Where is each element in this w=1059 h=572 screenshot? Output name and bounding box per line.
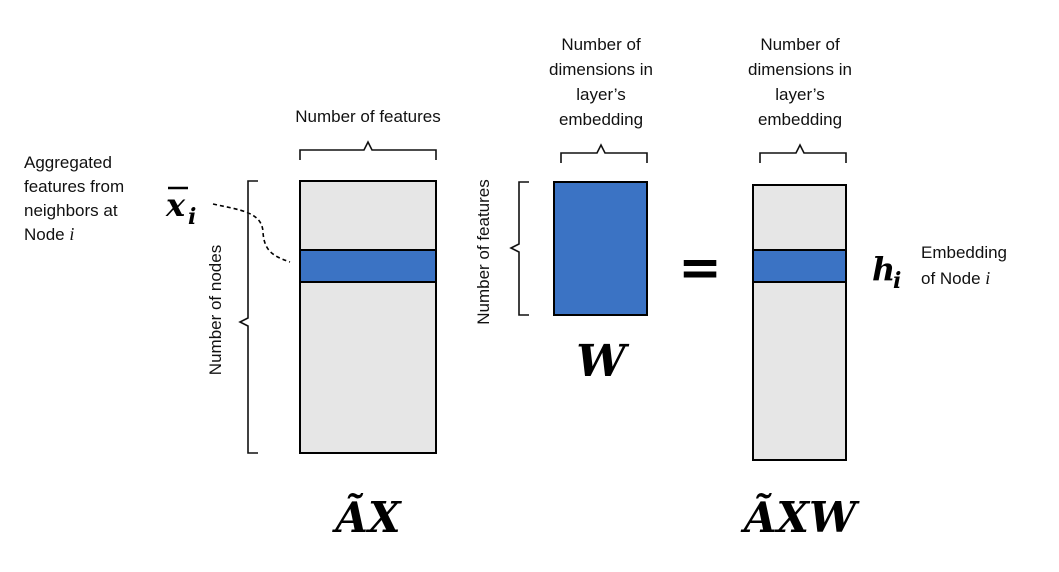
ax-matrix-body xyxy=(299,180,437,454)
w-top-brace xyxy=(560,143,648,163)
annotation-node-var: i xyxy=(69,224,74,244)
embedding-node-prefix: of Node xyxy=(921,269,985,288)
w-top-label-line-2: dimensions in xyxy=(549,60,653,79)
embedding-annotation: Embedding of Node i xyxy=(921,243,1007,288)
axw-top-brace xyxy=(759,143,847,163)
ax-matrix-name: ÃX xyxy=(331,492,402,542)
x-bar-subscript: i xyxy=(188,204,196,230)
annotation-line-1: Aggregated xyxy=(24,153,112,172)
axw-matrix-name: ÃXW xyxy=(740,492,860,542)
annotation-line-3: neighbors at xyxy=(24,201,118,220)
ax-side-label: Number of nodes xyxy=(206,245,225,375)
aggregated-features-annotation: Aggregated features from neighbors at No… xyxy=(24,153,124,244)
x-bar-letter: x xyxy=(165,186,186,224)
axw-top-label-line-4: embedding xyxy=(758,110,842,129)
embedding-node-var: i xyxy=(985,268,990,288)
ax-top-brace xyxy=(299,140,437,160)
equals-sign: = xyxy=(678,238,722,298)
w-matrix-body xyxy=(553,181,648,316)
x-bar-i-symbol: x i xyxy=(165,186,196,230)
axw-top-label-line-3: layer’s xyxy=(775,85,824,104)
ax-highlight-row xyxy=(299,249,437,283)
axw-top-label-line-1: Number of xyxy=(760,35,840,54)
axw-matrix: Number of dimensions in layer’s embeddin… xyxy=(740,35,860,542)
annotation-line-4: Node i xyxy=(24,224,74,244)
embedding-line-1: Embedding xyxy=(921,243,1007,262)
w-top-label-line-1: Number of xyxy=(561,35,641,54)
axw-top-label-line-2: dimensions in xyxy=(748,60,852,79)
annotation-line-2: features from xyxy=(24,177,124,196)
ax-top-label: Number of features xyxy=(295,107,441,126)
w-top-label-line-4: embedding xyxy=(559,110,643,129)
w-side-label: Number of features xyxy=(474,179,493,325)
ax-matrix: Number of features Number of nodes ÃX xyxy=(206,107,441,542)
axw-matrix-body xyxy=(752,184,847,461)
w-side-brace xyxy=(509,181,529,316)
w-top-label-line-3: layer’s xyxy=(576,85,625,104)
dashed-connector xyxy=(212,203,291,263)
w-matrix-name: W xyxy=(576,336,630,387)
axw-highlight-row xyxy=(752,249,847,283)
h-subscript: i xyxy=(893,268,901,294)
h-i-symbol: h i xyxy=(872,250,901,294)
h-letter: h xyxy=(872,250,895,288)
annotation-node-prefix: Node xyxy=(24,225,69,244)
embedding-line-2: of Node i xyxy=(921,268,990,288)
ax-side-brace xyxy=(238,180,258,454)
w-matrix: Number of dimensions in layer’s embeddin… xyxy=(474,35,653,387)
